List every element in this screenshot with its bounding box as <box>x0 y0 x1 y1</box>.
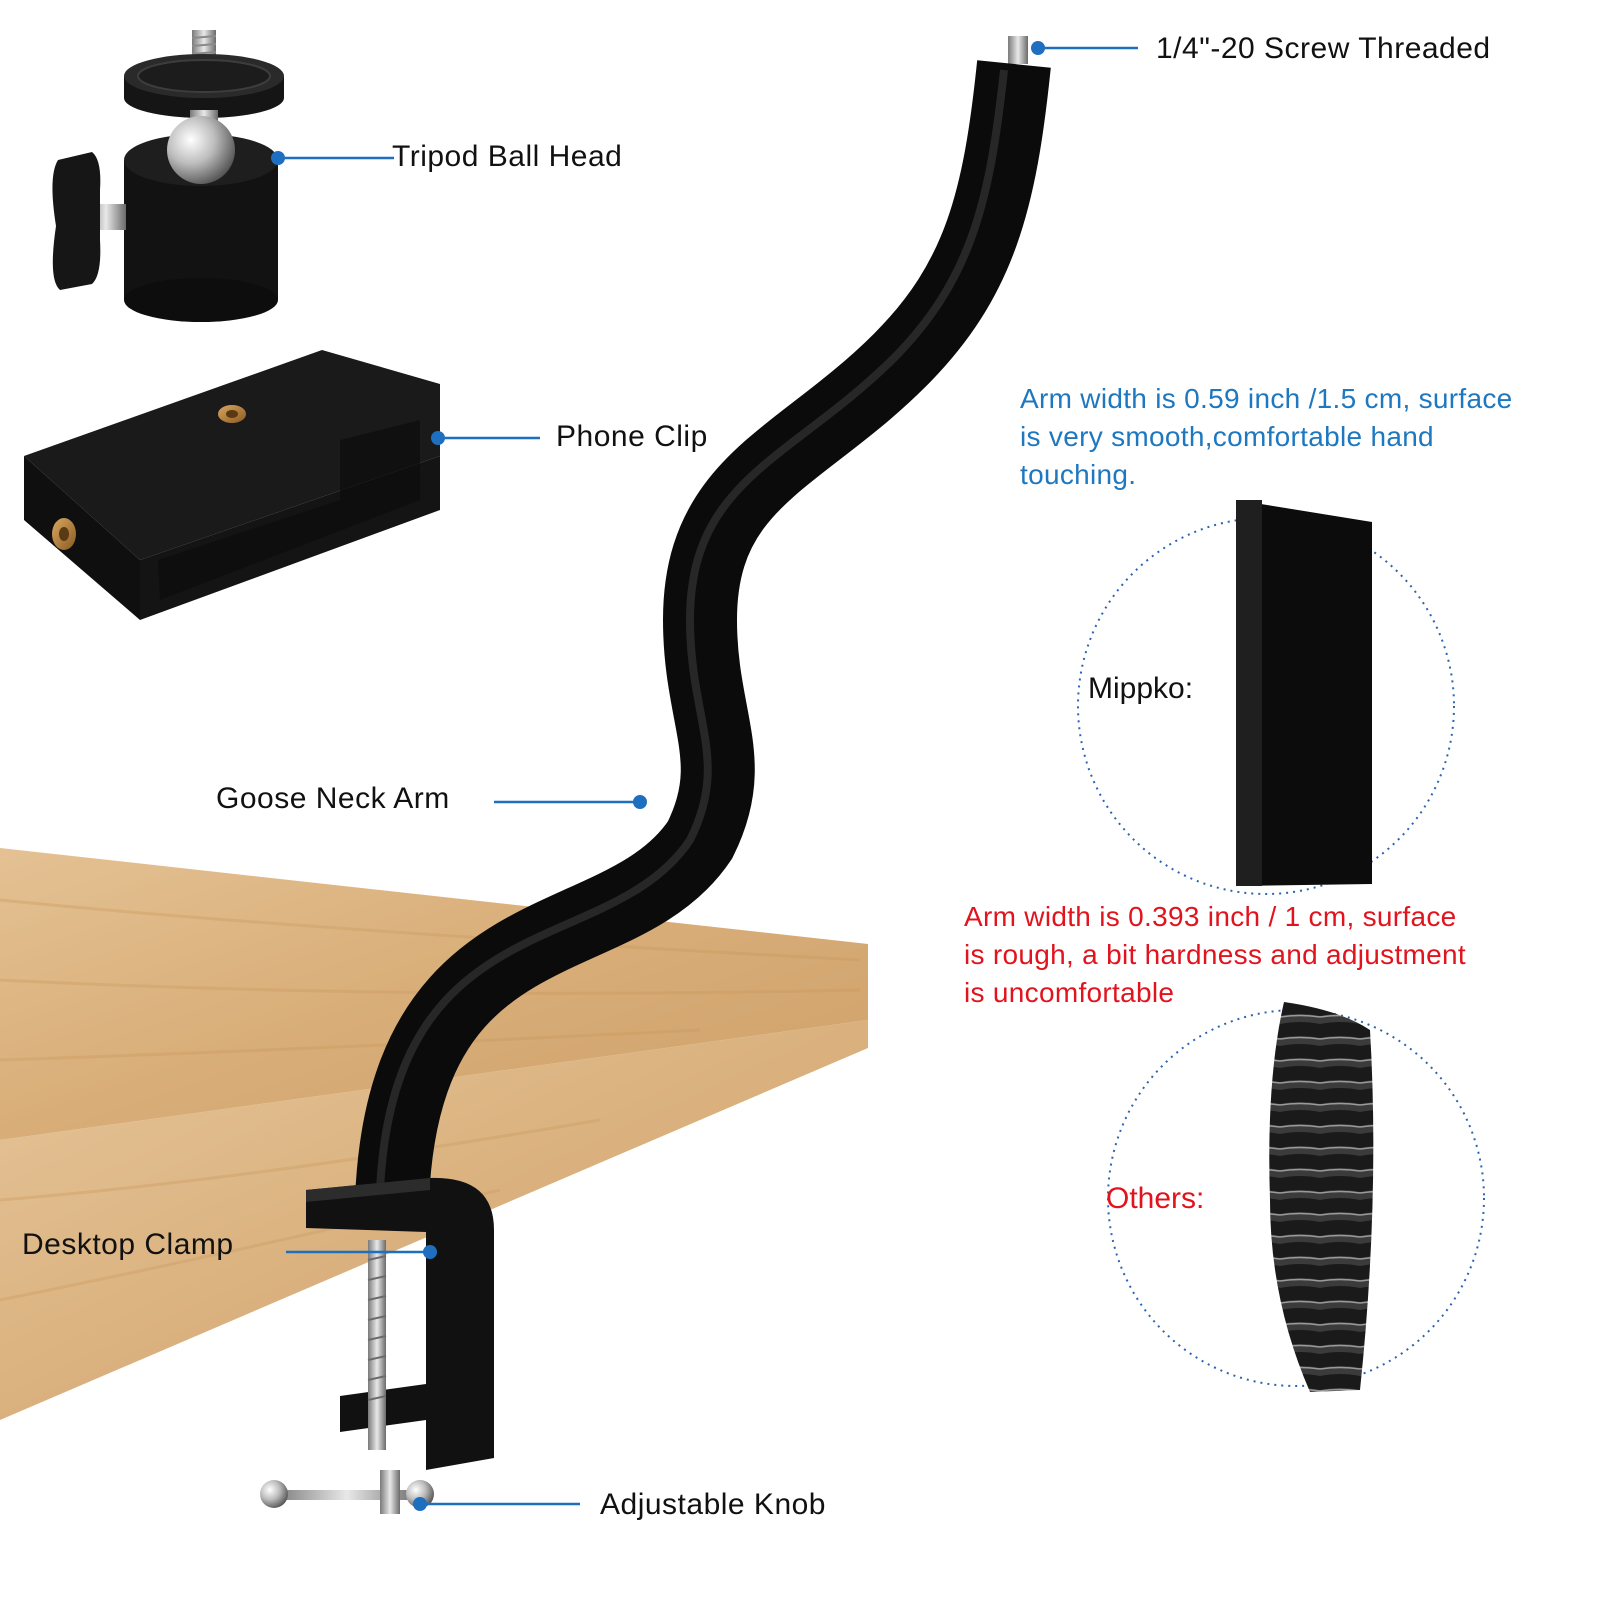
mippko-description-line: touching. <box>1020 459 1137 490</box>
others-label: Others: <box>1106 1182 1205 1215</box>
phone-clip-image <box>24 350 440 620</box>
screw-threaded-label: 1/4"-20 Screw Threaded <box>1156 32 1491 65</box>
goose-neck-arm-image <box>355 36 1051 1202</box>
tripod-ball-head-image <box>52 30 284 322</box>
others-description-line: is rough, a bit hardness and adjustment <box>964 939 1467 970</box>
mippko-description-line: is very smooth,comfortable hand <box>1020 421 1434 452</box>
others-description-line: Arm width is 0.393 inch / 1 cm, surface <box>964 901 1457 932</box>
mippko-description: Arm width is 0.59 inch /1.5 cm, surface … <box>1020 380 1513 494</box>
callout-lines <box>271 41 1138 1511</box>
phone-clip-label: Phone Clip <box>556 420 708 453</box>
desktop-clamp-label: Desktop Clamp <box>22 1228 234 1261</box>
adjustable-knob-label: Adjustable Knob <box>600 1488 826 1521</box>
others-arm-inset <box>1107 1002 1485 1392</box>
adjustable-knob-image <box>260 1470 434 1514</box>
mippko-arm-inset <box>1077 500 1455 895</box>
mippko-label: Mippko: <box>1088 672 1194 705</box>
goose-neck-arm-label: Goose Neck Arm <box>216 782 450 815</box>
others-description-line: is uncomfortable <box>964 977 1175 1008</box>
desktop-clamp-image <box>306 1177 494 1470</box>
mippko-description-line: Arm width is 0.59 inch /1.5 cm, surface <box>1020 383 1513 414</box>
others-description: Arm width is 0.393 inch / 1 cm, surface … <box>964 898 1466 1012</box>
tripod-ball-head-label: Tripod Ball Head <box>392 140 623 173</box>
